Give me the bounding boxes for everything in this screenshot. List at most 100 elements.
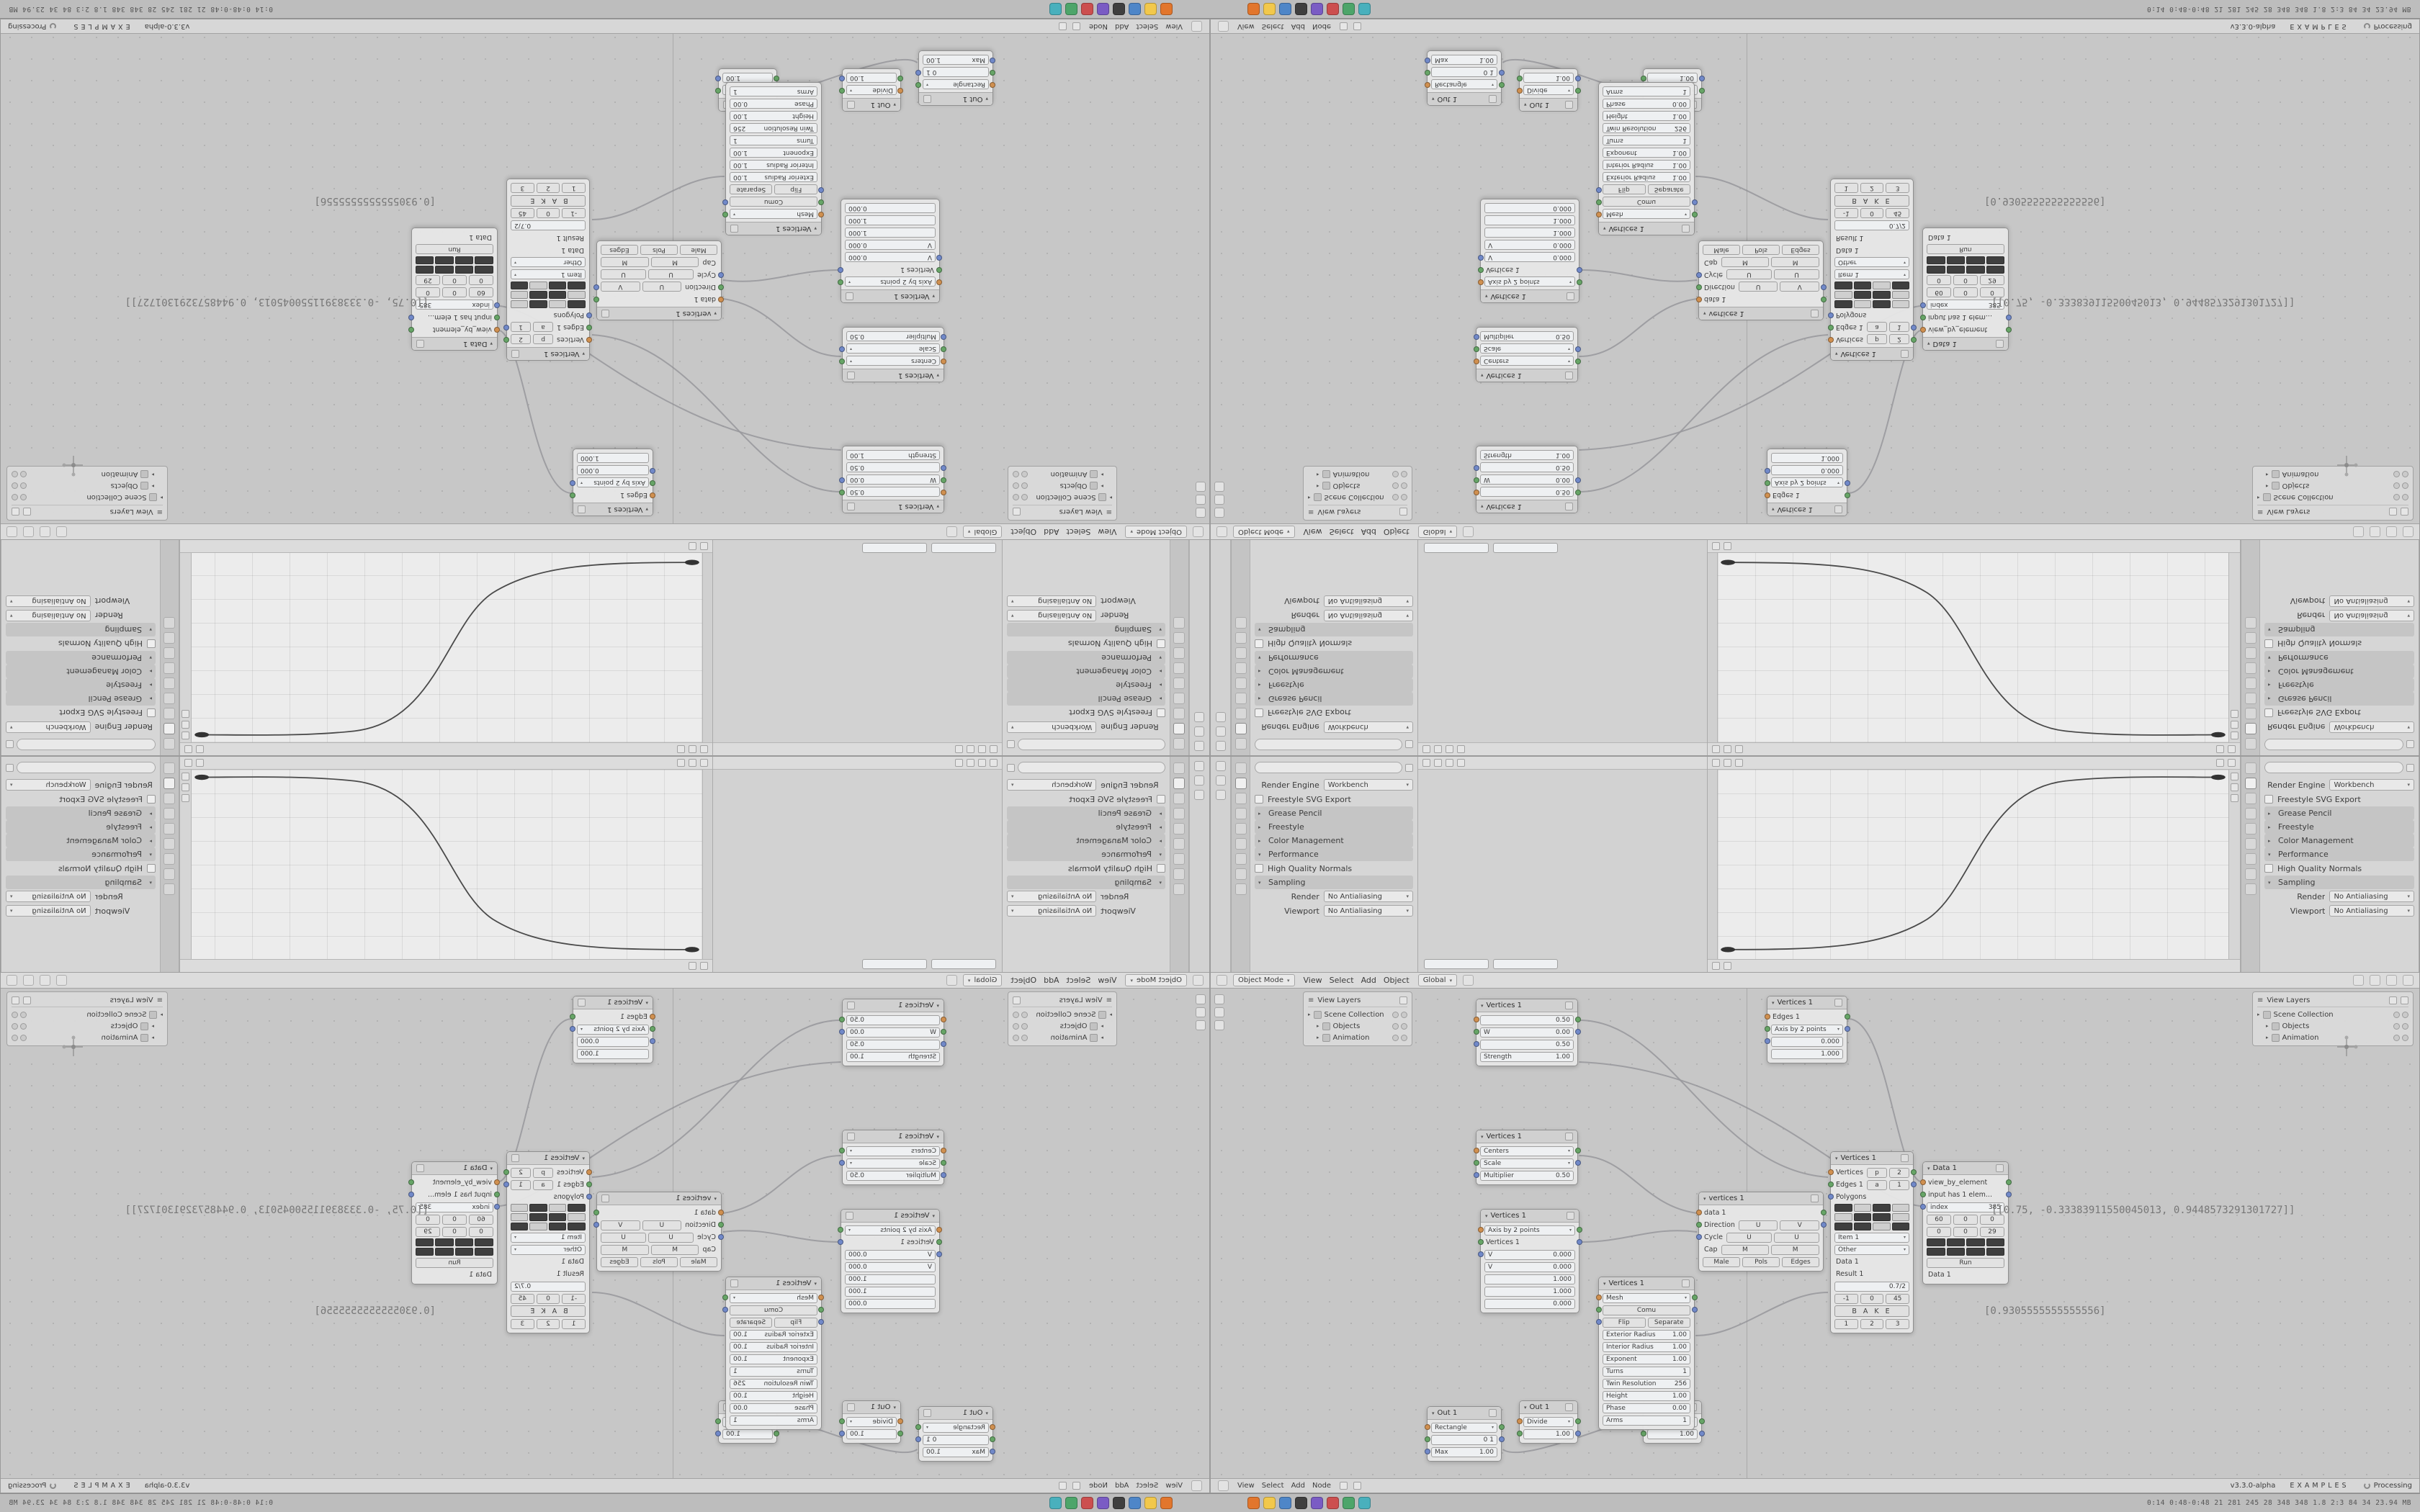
panel-icon[interactable] (967, 759, 974, 767)
input-socket[interactable] (718, 1234, 725, 1240)
properties-tab[interactable] (1173, 617, 1186, 629)
input-socket[interactable] (1919, 327, 1926, 333)
taskbar-app-terminal[interactable] (1113, 1497, 1125, 1509)
prop-freestyle-svg-export-checkbox[interactable] (1255, 708, 1263, 717)
matrix-cell[interactable] (416, 256, 434, 264)
node-slider[interactable]: 1.00 (846, 1428, 897, 1439)
falloff-curve[interactable] (1728, 562, 2218, 735)
node-select[interactable]: Axis by 2 points▾ (1484, 1225, 1575, 1236)
properties-tab[interactable] (1234, 778, 1247, 789)
prop-section-performance[interactable]: ▾Performance (2264, 847, 2414, 861)
matrix-cell[interactable] (435, 1238, 454, 1246)
properties-tab[interactable] (1234, 838, 1247, 850)
overlays-icon[interactable] (2370, 975, 2380, 986)
camera-icon[interactable] (1013, 1034, 1019, 1041)
node-select[interactable]: Item 1▾ (1834, 269, 1909, 280)
node-number-field[interactable]: Edges (1782, 1256, 1819, 1267)
gizmos-icon[interactable] (2403, 975, 2414, 986)
options-icon[interactable] (1215, 712, 1226, 722)
input-socket[interactable] (1477, 1227, 1484, 1233)
matrix-cell[interactable] (1891, 282, 1909, 289)
node-header-icon[interactable] (578, 505, 586, 513)
node-header[interactable]: ▾Vertices 1 (1476, 369, 1577, 382)
properties-tab[interactable] (1173, 693, 1186, 704)
falloff-curve[interactable] (202, 777, 692, 950)
node-number-field[interactable]: 0 (1860, 1293, 1884, 1304)
output-socket[interactable] (1844, 1014, 1850, 1020)
matrix-cell[interactable] (455, 1238, 474, 1246)
matrix-cell[interactable] (511, 291, 529, 299)
falloff-curve[interactable] (1728, 777, 2218, 950)
node-header[interactable]: ▾Out 1 (1428, 92, 1501, 105)
properties-tab[interactable] (1173, 808, 1186, 819)
node-header-icon[interactable] (1567, 1212, 1574, 1220)
output-socket[interactable] (1844, 480, 1850, 486)
tool-cut-links-icon[interactable] (1214, 1020, 1224, 1030)
outliner-item-scene-collection[interactable]: ▸Scene Collection (1308, 492, 1407, 503)
node-header-icon[interactable] (601, 310, 609, 318)
node-toggle[interactable]: U (642, 282, 682, 292)
properties-tab[interactable] (1234, 617, 1247, 629)
prop-render-engine-select[interactable]: Workbench▾ (2329, 721, 2414, 733)
output-socket[interactable] (1574, 346, 1581, 352)
properties-tab[interactable] (1173, 662, 1186, 674)
tool-select-icon[interactable] (1196, 508, 1206, 518)
editor-corner-icon[interactable] (1215, 741, 1226, 751)
eye-icon[interactable] (20, 1034, 27, 1041)
editor-type-icon[interactable] (1193, 526, 1204, 537)
curve-canvas[interactable] (192, 553, 702, 742)
node-number-field[interactable]: 0.7/2 (511, 220, 586, 231)
snap-magnet-icon[interactable] (946, 526, 957, 537)
node-toggle[interactable]: p (1866, 334, 1887, 345)
menu-burger-icon[interactable]: ≡ (2257, 508, 2264, 516)
node-header[interactable]: ▾Out 1 (919, 92, 992, 105)
taskbar-app-media[interactable] (1081, 3, 1093, 15)
input-socket[interactable] (1919, 1204, 1926, 1210)
filter-icon[interactable] (2406, 763, 2414, 772)
prop-section-grease-pencil[interactable]: ▸Grease Pencil (2264, 806, 2414, 820)
menu-node[interactable]: Node (1312, 22, 1332, 30)
node-header[interactable]: ▾Vertices 1 (1831, 347, 1913, 360)
output-socket[interactable] (1910, 1182, 1917, 1187)
node-number-field[interactable]: 1.000 (845, 215, 936, 226)
node-number-field[interactable]: 0.000 (577, 465, 649, 476)
aux-slider[interactable] (931, 543, 996, 553)
outliner-item-objects[interactable]: ▸Objects (2257, 480, 2408, 492)
input-socket[interactable] (1473, 359, 1479, 364)
prop-section-sampling[interactable]: ▾Sampling (2264, 623, 2414, 636)
node-number-field[interactable]: 0.7/2 (1834, 1281, 1909, 1292)
menu-add[interactable]: Add (1044, 527, 1059, 536)
prop-high-quality-normals-checkbox[interactable] (1255, 864, 1263, 873)
matrix-cell[interactable] (1834, 291, 1852, 299)
zoom-in-icon[interactable] (1712, 759, 1720, 767)
matrix-widget[interactable] (1927, 256, 2004, 274)
eye-icon[interactable] (1021, 1011, 1028, 1018)
input-socket[interactable] (1695, 284, 1702, 290)
prop-section-freestyle[interactable]: ▸Freestyle (6, 678, 156, 692)
tool-annotate-icon[interactable] (1196, 1007, 1206, 1017)
search-input[interactable] (1255, 739, 1402, 750)
prop-viewport-select[interactable]: No Antialiasing▾ (6, 595, 91, 607)
properties-tab[interactable] (2244, 868, 2257, 880)
input-socket[interactable] (1764, 492, 1770, 498)
properties-tab[interactable] (2244, 762, 2257, 774)
node-select[interactable]: Centers▾ (846, 356, 940, 366)
camera-icon[interactable] (2402, 494, 2408, 501)
matrix-cell[interactable] (1834, 1223, 1852, 1230)
matrix-widget[interactable] (1927, 1238, 2004, 1256)
menu-node[interactable]: Node (1088, 1482, 1108, 1490)
input-socket[interactable] (494, 327, 501, 333)
camera-icon[interactable] (2402, 1022, 2408, 1030)
matrix-cell[interactable] (529, 291, 547, 299)
panel-icon[interactable] (1422, 745, 1430, 753)
prop-section-freestyle[interactable]: ▸Freestyle (1255, 820, 1413, 834)
filter-icon[interactable] (1405, 763, 1413, 772)
matrix-cell[interactable] (1946, 1248, 1965, 1256)
matrix-cell[interactable] (475, 1238, 493, 1246)
curve-side-icon[interactable] (2231, 783, 2238, 791)
